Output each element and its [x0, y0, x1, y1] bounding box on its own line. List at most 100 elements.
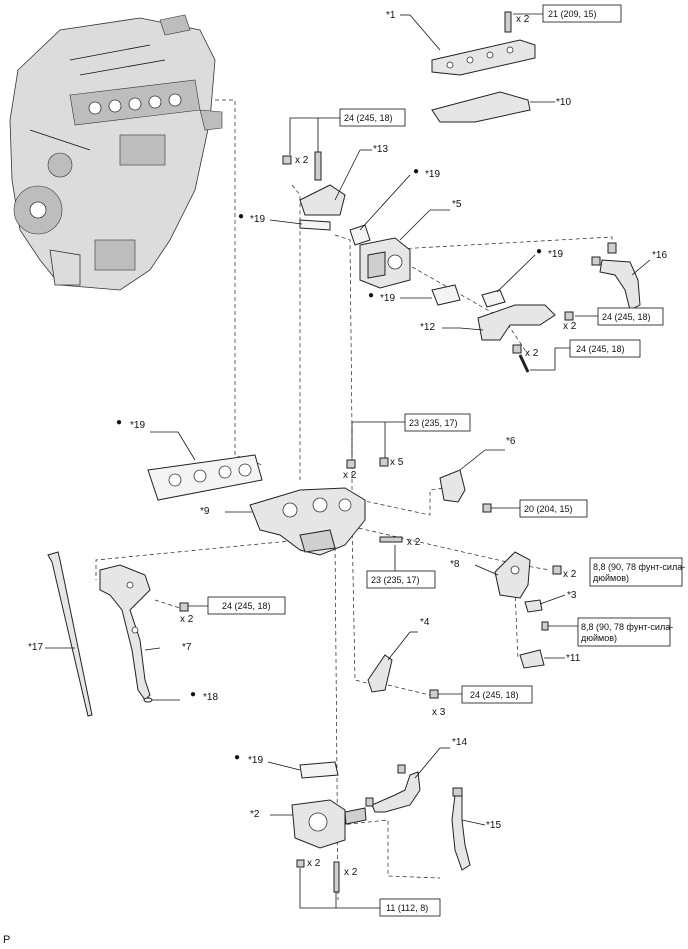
- callout-7: *7: [182, 642, 192, 653]
- callout-19c: *19: [380, 293, 395, 304]
- callout-19a: *19: [250, 214, 265, 225]
- torque-value-3: 24 (245, 18): [602, 312, 651, 322]
- assembly-guide-lines: [95, 99, 613, 901]
- part-6-bracket: [439, 449, 505, 503]
- bullet-19c: ●: [368, 290, 374, 301]
- bullet-19b: ●: [413, 166, 419, 177]
- part-17-dipstick: [45, 551, 93, 717]
- torque-value-6: 20 (204, 15): [524, 504, 573, 514]
- part-11-sensor: [519, 649, 565, 669]
- callout-19d: *19: [548, 249, 563, 260]
- gasket-19c-icon: [431, 284, 461, 306]
- torque-value-12: 11 (112, 8): [386, 903, 428, 913]
- torque-value-4: 24 (245, 18): [576, 344, 625, 354]
- callout-17: *17: [28, 642, 43, 653]
- bolt-icon: [314, 151, 322, 181]
- qty-label-8: x 2: [563, 569, 577, 580]
- qty-label-12: x 2: [344, 867, 358, 878]
- callout-4: *4: [420, 617, 430, 628]
- callout-2: *2: [250, 809, 260, 820]
- torque-value-1: 21 (209, 15): [548, 9, 597, 19]
- callout-11: *11: [566, 653, 581, 664]
- part-4-bracket: [367, 631, 418, 693]
- torque-box-2: [339, 108, 406, 127]
- part-1-fuel-delivery-pipe: [400, 11, 536, 76]
- bullet-19e: ●: [116, 417, 122, 428]
- torque-box-8: [589, 557, 683, 587]
- qty-label-6: x 5: [390, 457, 404, 468]
- nut-icon-5: [346, 459, 356, 469]
- gasket-19d-icon: [481, 289, 506, 308]
- callout-19f: *19: [248, 755, 263, 766]
- callout-19e: *19: [130, 420, 145, 431]
- torque-box-4: [569, 339, 641, 358]
- callout-14: *14: [452, 737, 467, 748]
- qty-label-7: x 2: [407, 537, 421, 548]
- part-10-insulator: [431, 91, 555, 123]
- part-14-hose: [365, 747, 450, 813]
- qty-label-3: x 2: [563, 321, 577, 332]
- part-5-egr-valve: [359, 209, 450, 289]
- part-7-gauge-guide: [99, 564, 161, 701]
- torque-box-9: [577, 617, 671, 647]
- callout-3: *3: [567, 590, 577, 601]
- intake-gasket: [147, 454, 263, 501]
- qty-label-9: x 2: [180, 614, 194, 625]
- torque-value-5: 23 (235, 17): [409, 418, 458, 428]
- callout-16: *16: [652, 250, 667, 261]
- part-15-hose: [451, 787, 486, 871]
- callout-6: *6: [506, 436, 516, 447]
- bullet-18: ●: [190, 689, 196, 700]
- bolt-icon-8: [552, 565, 562, 575]
- bolt-icon-3: [564, 311, 574, 321]
- nut-icon-4: [512, 344, 522, 354]
- nut-icon-12: [296, 859, 305, 868]
- callout-5: *5: [452, 199, 462, 210]
- part-16-pipe: [591, 242, 651, 311]
- torque-box-5: [404, 413, 471, 432]
- torque-value-10: 24 (245, 18): [222, 601, 271, 611]
- torque-box-1: [542, 4, 622, 23]
- torque-value-2: 24 (245, 18): [344, 113, 393, 123]
- part-12-egr-pipe: [442, 304, 556, 341]
- torque-value-9a: 8,8 (90, 78 фунт-сила-: [581, 622, 673, 632]
- gasket-19b-icon: [349, 224, 371, 246]
- callout-18: *18: [203, 692, 218, 703]
- bullet-19a: ●: [238, 211, 244, 222]
- qty-label-5: x 2: [343, 470, 357, 481]
- bolt-icon-12: [333, 861, 340, 893]
- qty-label-2: x 2: [295, 155, 309, 166]
- nut-icon: [282, 155, 292, 165]
- bolt-icon-9: [541, 621, 549, 631]
- part-8-bracket: [474, 551, 531, 599]
- callout-19b: *19: [425, 169, 440, 180]
- callout-12: *12: [420, 322, 435, 333]
- part-2-throttle-body: [270, 799, 367, 849]
- gasket-icon: [299, 219, 331, 231]
- qty-label-1: x 2: [516, 14, 530, 25]
- torque-box-6: [519, 499, 588, 518]
- callout-9: *9: [200, 506, 210, 517]
- o-ring-icon: [143, 697, 153, 703]
- bolt-icon-7: [379, 536, 403, 543]
- torque-box-10: [207, 596, 286, 615]
- part-3-sensor: [524, 594, 566, 613]
- qty-label-11: x 2: [307, 858, 321, 869]
- gasket-19f-icon: [299, 761, 339, 779]
- torque-box-7: [366, 570, 436, 589]
- callout-8: *8: [450, 559, 460, 570]
- torque-value-9b: дюймов): [581, 633, 617, 643]
- torque-value-7: 23 (235, 17): [371, 575, 420, 585]
- qty-label-4: x 2: [525, 348, 539, 359]
- callout-1: *1: [386, 10, 396, 21]
- footer-label: P: [3, 934, 11, 946]
- torque-box-11: [461, 685, 533, 704]
- callout-10: *10: [556, 97, 571, 108]
- engine-assembly-illustration: [9, 14, 223, 291]
- torque-box-12: [379, 898, 441, 917]
- torque-box-3: [597, 307, 664, 326]
- callout-15: *15: [486, 820, 501, 831]
- torque-value-8a: 8,8 (90, 78 фунт-сила-: [593, 562, 685, 572]
- bolt-icon-6: [482, 503, 492, 513]
- torque-value-11: 24 (245, 18): [470, 690, 519, 700]
